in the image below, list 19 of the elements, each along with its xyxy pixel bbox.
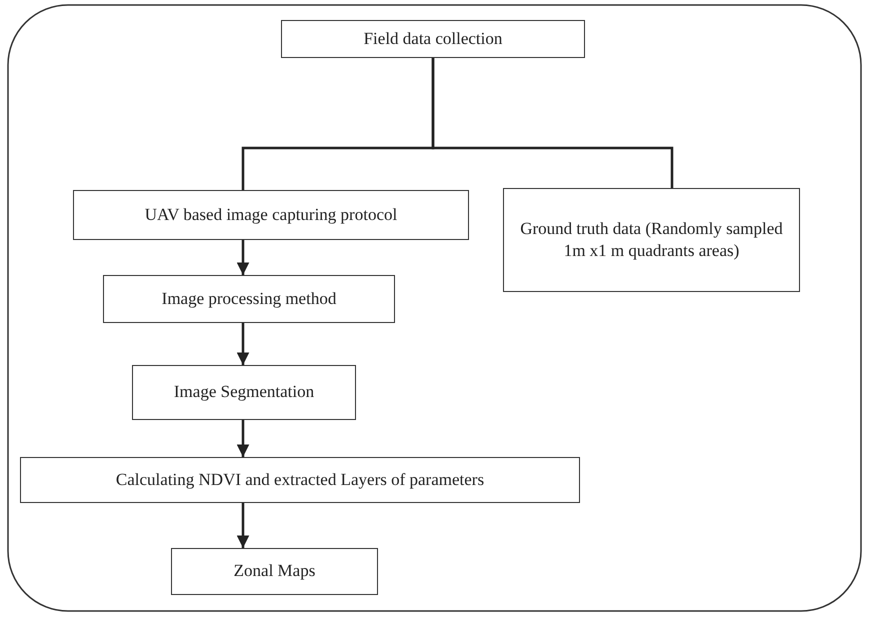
box-label: Ground truth data (Randomly sampled 1m x1 m quadrants areas) <box>519 218 784 262</box>
box-label: Zonal Maps <box>234 560 316 582</box>
arrow <box>236 323 250 365</box>
arrow <box>236 503 250 548</box>
process-box <box>20 457 580 503</box>
process-box <box>132 365 356 420</box>
arrow <box>236 420 250 457</box>
process-box <box>171 548 378 595</box>
box-label: Image processing method <box>162 288 336 310</box>
connector-line <box>432 58 674 188</box>
process-box <box>73 190 469 240</box>
process-box <box>103 275 395 323</box>
box-label: Calculating NDVI and extracted Layers of parameters <box>116 468 484 491</box>
box-label: UAV based image capturing protocol <box>144 204 398 226</box>
arrow <box>236 240 250 275</box>
box-label: Field data collection <box>364 28 502 50</box>
process-box <box>281 20 585 58</box>
process-box <box>503 188 800 292</box>
box-label: Image Segmentation <box>174 381 314 404</box>
